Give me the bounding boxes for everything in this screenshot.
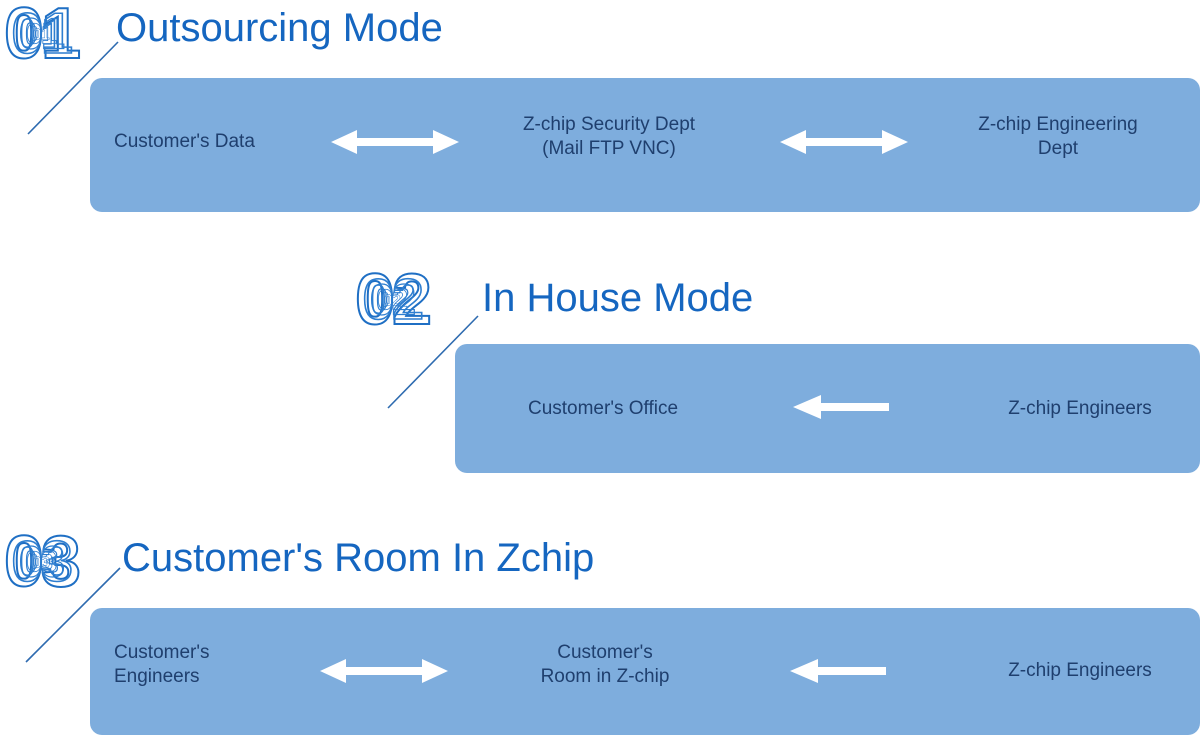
section-bar-03 (90, 608, 1200, 735)
section-heading-02: In House Mode (482, 276, 754, 320)
section-heading-03: Customer's Room In Zchip (122, 536, 595, 580)
section-number-01: 01 01 01 01 01 (3, 0, 108, 71)
numeral-stripe4-01: 01 (32, 25, 50, 43)
node-label-03-2: Z-chip Engineers (1008, 660, 1152, 681)
section-bar-01 (90, 78, 1200, 212)
section-number-02: 02 02 02 02 02 (354, 263, 459, 337)
node-label-01-0: Customer's Data (114, 131, 255, 152)
arrow-both-03-0 (320, 659, 448, 683)
node-label-02-1: Z-chip Engineers (1008, 398, 1152, 419)
arrow-both-01-0 (331, 130, 459, 154)
section-number-03: 03 03 03 03 03 (3, 525, 108, 599)
numeral-stripe4-02: 02 (383, 291, 401, 309)
section-heading-01: Outsourcing Mode (116, 6, 443, 50)
node-label-03-1: Customer's Room in Z-chip (540, 642, 670, 687)
arrow-left-02-0 (793, 395, 889, 419)
arrow-both-01-1 (780, 130, 908, 154)
node-label-01-1: Z-chip Security Dept (Mail FTP VNC) (522, 114, 696, 159)
numeral-stripe2-02: 02 (369, 276, 416, 324)
arrow-left-03-1 (790, 659, 886, 683)
numeral-stripe4-03: 03 (32, 553, 50, 571)
numeral-stripe3-02: 02 (377, 284, 409, 316)
node-label-01-2: Z-chip Engineering Dept (978, 114, 1138, 159)
node-label-02-0: Customer's Office (527, 398, 679, 419)
node-label-03-0: Customer's Engineers (114, 642, 210, 687)
